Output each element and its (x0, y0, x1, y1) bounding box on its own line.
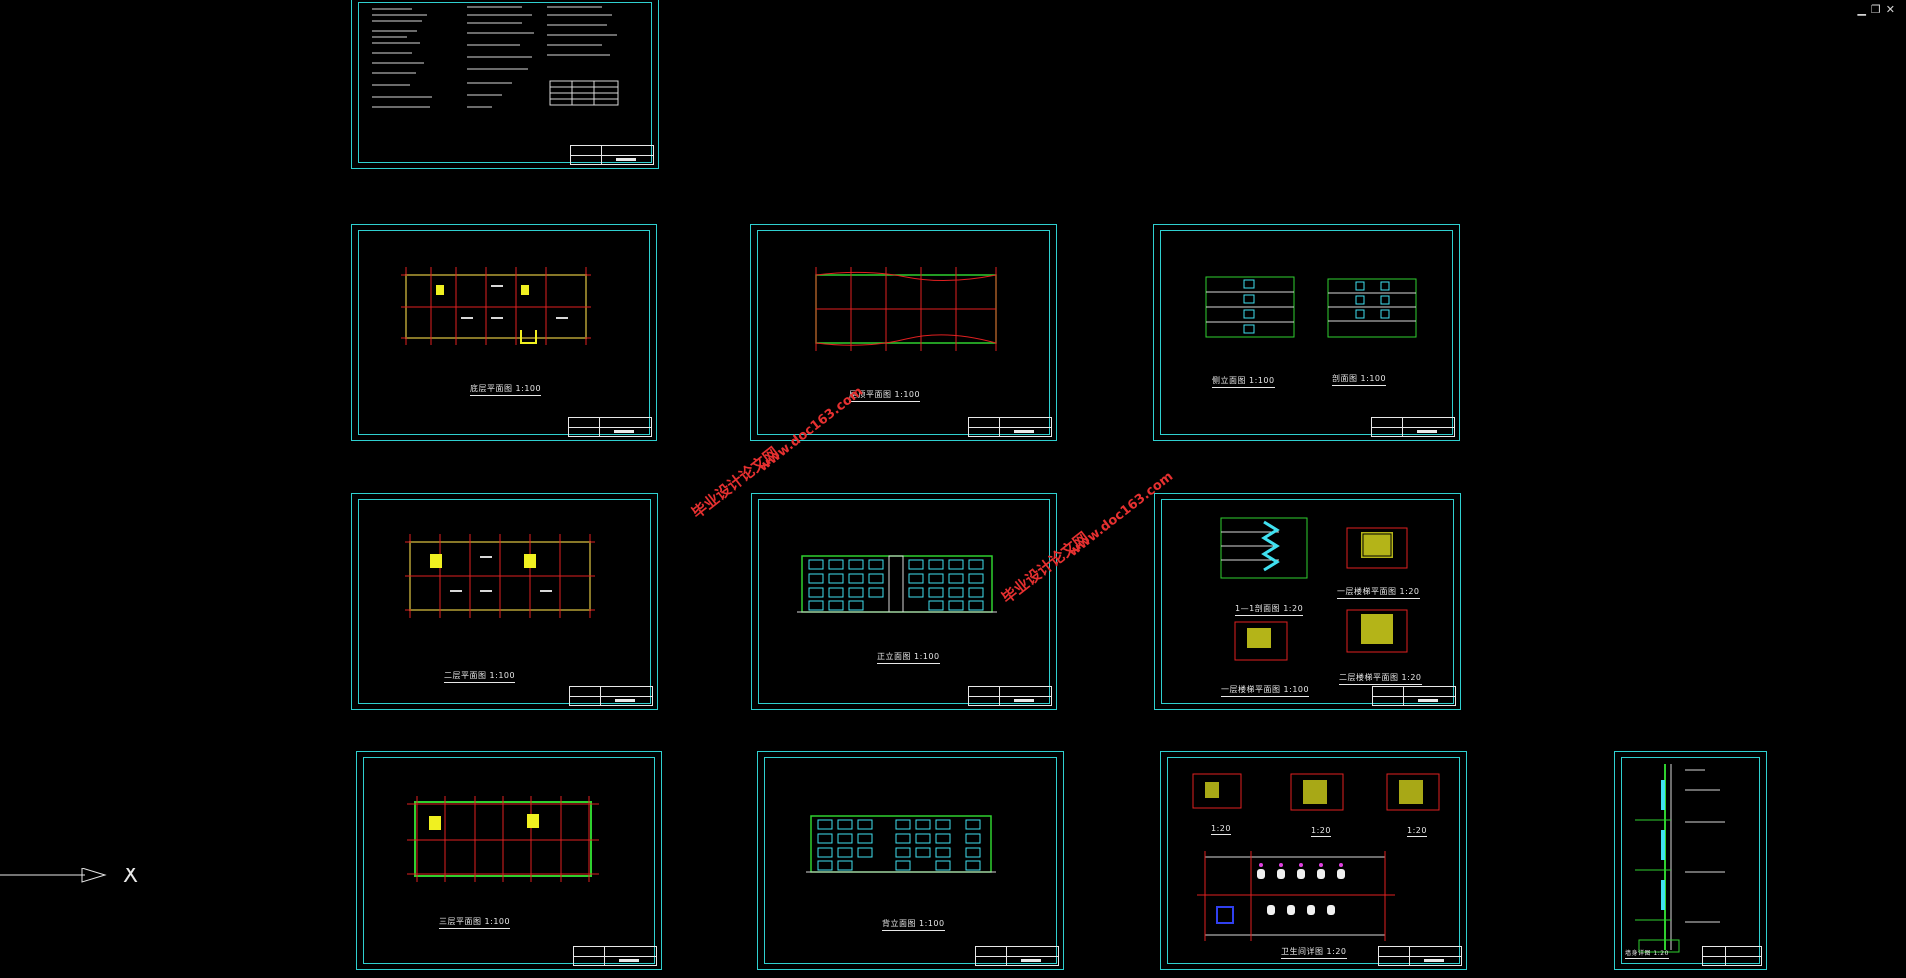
title-block (573, 946, 657, 966)
design-notes-text-block (372, 6, 619, 108)
title-block (975, 946, 1059, 966)
drawing-title: 底层平面图 1:100 (470, 384, 542, 396)
drawing-sheet-side-elevation-section[interactable]: 侧立面图 1:100 剖面图 1:100 (1153, 224, 1460, 441)
drawing-title: 墙身详图 1:20 (1625, 950, 1669, 959)
drawing-title-a: 1:20 (1211, 824, 1231, 835)
stair-plan-upper-drawing (1346, 609, 1408, 653)
toilet-plan-drawing (1197, 851, 1395, 941)
title-block (1372, 686, 1456, 706)
drawing-title-toilet-plan: 卫生间详图 1:20 (1281, 947, 1347, 959)
drawing-title: 二层平面图 1:100 (444, 671, 516, 683)
drawing-title: 三层平面图 1:100 (439, 917, 511, 929)
drawing-title: 背立面图 1:100 (882, 919, 945, 931)
title-block (1371, 417, 1455, 437)
title-block (1702, 946, 1762, 966)
minimize-button[interactable]: ▁ (1857, 3, 1871, 16)
window-controls: ▁❐✕ (1857, 3, 1900, 16)
drawing-sheet-back-elevation[interactable]: 背立面图 1:100 (757, 751, 1064, 970)
detail-plan-c (1386, 773, 1440, 811)
ucs-x-label: X (123, 868, 138, 888)
drawing-sheet-toilet-details[interactable]: 1:20 1:20 1:20 卫生间详图 1:20 (1160, 751, 1467, 970)
drawing-sheet-notes[interactable] (351, 0, 659, 169)
title-block (569, 686, 653, 706)
title-block (968, 417, 1052, 437)
drawing-sheet-ground-floor-plan[interactable]: 底层平面图 1:100 (351, 224, 657, 441)
floor-plan-drawing (401, 267, 591, 345)
ucs-icon: X (0, 868, 138, 888)
title-block (968, 686, 1052, 706)
stair-plan-small-drawing (1234, 621, 1288, 661)
drawing-sheet-second-floor-plan[interactable]: 二层平面图 1:100 (351, 493, 658, 710)
title-block (568, 417, 652, 437)
drawing-title-b: 1:20 (1311, 826, 1331, 837)
detail-plan-a (1192, 773, 1242, 809)
drawing-sheet-stair-details[interactable]: 1—1剖面图 1:20 一层楼梯平面图 1:20 一层楼梯平面图 1:100 二… (1154, 493, 1461, 710)
stair-section-drawing (1220, 517, 1308, 579)
close-button[interactable]: ✕ (1885, 3, 1900, 16)
stair-plan-drawing (1346, 527, 1408, 569)
drawing-title-stair-plan-small: 一层楼梯平面图 1:100 (1221, 685, 1310, 697)
title-block (570, 145, 654, 165)
section-drawing (1327, 278, 1417, 338)
detail-plan-b (1290, 773, 1344, 811)
drawing-title-stair-plan-1: 一层楼梯平面图 1:20 (1337, 587, 1420, 599)
drawing-title-side: 侧立面图 1:100 (1212, 376, 1275, 388)
drawing-title-stair-section: 1—1剖面图 1:20 (1235, 604, 1304, 616)
side-elevation-drawing (1205, 276, 1295, 338)
drawing-sheet-roof-plan[interactable]: 屋顶平面图 1:100 (750, 224, 1057, 441)
drawing-sheet-third-floor-plan[interactable]: 三层平面图 1:100 (356, 751, 662, 970)
drawing-title: 屋顶平面图 1:100 (849, 390, 921, 402)
wall-section-drawing (1635, 764, 1725, 953)
floor-plan-drawing (405, 534, 595, 618)
restore-button[interactable]: ❐ (1870, 3, 1886, 16)
drawing-title-c: 1:20 (1407, 826, 1427, 837)
drawing-title-stair-plan-2: 二层楼梯平面图 1:20 (1339, 673, 1422, 685)
front-elevation-drawing (797, 555, 997, 613)
title-block (1378, 946, 1462, 966)
drawing-title-section: 剖面图 1:100 (1332, 374, 1387, 386)
floor-plan-drawing (407, 796, 599, 882)
drawing-title: 正立面图 1:100 (877, 652, 940, 664)
drawing-sheet-wall-section[interactable]: 墙身详图 1:20 (1614, 751, 1767, 970)
drawing-sheet-front-elevation[interactable]: 正立面图 1:100 (751, 493, 1057, 710)
roof-plan-drawing (815, 267, 997, 351)
back-elevation-drawing (806, 815, 996, 873)
